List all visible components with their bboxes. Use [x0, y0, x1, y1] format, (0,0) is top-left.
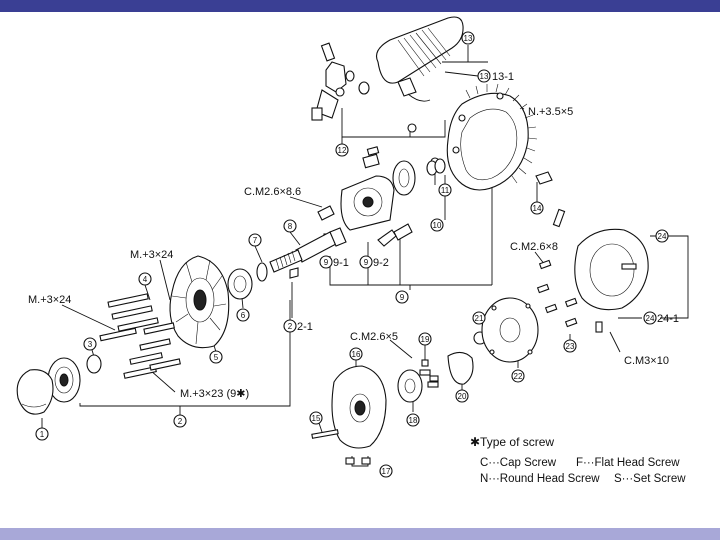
svg-text:9: 9: [400, 293, 405, 302]
screw-label-m3x24-left: M.+3×24: [28, 294, 71, 306]
svg-text:18: 18: [409, 416, 418, 425]
svg-text:22: 22: [514, 372, 523, 381]
svg-text:1: 1: [40, 430, 45, 439]
top-title-bar: [0, 0, 720, 12]
screw-label-cm26x5: C.M2.6×5: [350, 331, 398, 343]
leader-lines: [41, 45, 689, 467]
callout-8: 8: [283, 219, 297, 233]
legend-set-screw: S···Set Screw: [614, 473, 686, 485]
callout-13: 13: [461, 31, 475, 45]
svg-text:24-1: 24-1: [657, 313, 679, 325]
crankcase-drawing: [446, 83, 538, 191]
callout-1: 1: [35, 427, 49, 441]
svg-text:24: 24: [658, 232, 667, 241]
callout-2-1: 2 2-1: [283, 319, 313, 333]
svg-text:4: 4: [143, 275, 148, 284]
svg-text:13: 13: [480, 72, 489, 81]
needle-valve-drawing: [311, 42, 440, 167]
callout-24: 24: [655, 229, 669, 243]
svg-text:16: 16: [352, 350, 361, 359]
svg-text:11: 11: [441, 186, 450, 195]
svg-text:23: 23: [566, 342, 575, 351]
bearings-drawing: [392, 158, 446, 196]
callout-18: 18: [406, 413, 420, 427]
screw-type-legend: ✱Type of screw C···Cap Screw F···Flat He…: [470, 435, 686, 485]
callout-5: 5: [209, 350, 223, 364]
callout-7: 7: [248, 233, 262, 247]
screw-labels: N.+3.5×5 C.M2.6×8.6 M.+3×24 M.+3×24 M.+3…: [28, 106, 669, 400]
long-screws-drawing: [99, 293, 181, 379]
callout-20: 20: [455, 389, 469, 403]
svg-text:3: 3: [88, 340, 93, 349]
callout-14: 14: [530, 201, 544, 215]
svg-text:2: 2: [178, 417, 183, 426]
svg-text:9-2: 9-2: [373, 257, 389, 269]
callout-22: 22: [511, 369, 525, 383]
screw-label-cm3x10: C.M3×10: [624, 355, 669, 367]
callout-11: 11: [438, 183, 452, 197]
fuel-tank-drawing: [358, 16, 464, 102]
callout-3: 3: [83, 337, 97, 351]
carrier-18-drawing: [397, 359, 439, 403]
svg-text:6: 6: [241, 311, 246, 320]
callout-17: 17: [379, 464, 393, 478]
svg-text:15: 15: [312, 414, 321, 423]
svg-text:20: 20: [458, 392, 467, 401]
backplate-drawing: [574, 228, 649, 333]
svg-text:17: 17: [382, 467, 391, 476]
legend-title: ✱Type of screw: [470, 435, 554, 449]
svg-text:13: 13: [464, 34, 473, 43]
svg-text:9: 9: [364, 258, 369, 267]
bottom-bar: [0, 528, 720, 540]
screw-label-cm26x8: C.M2.6×8: [510, 241, 558, 253]
svg-text:24: 24: [646, 314, 655, 323]
svg-text:10: 10: [433, 221, 442, 230]
screw-label-m3x24-top: M.+3×24: [130, 249, 173, 261]
callout-16: 16: [349, 347, 363, 361]
callout-15: 15: [309, 411, 323, 425]
callout-21: 21: [472, 311, 486, 325]
callout-23: 23: [563, 339, 577, 353]
bearing-6-drawing: [227, 262, 299, 300]
callout-10: 10: [430, 218, 444, 232]
svg-text:5: 5: [214, 353, 219, 362]
callout-9: 9: [395, 290, 409, 304]
svg-text:9: 9: [324, 258, 329, 267]
legend-cap-screw: C···Cap Screw: [480, 457, 557, 469]
callout-6: 6: [236, 308, 250, 322]
screw-label-cm26x86: C.M2.6×8.6: [244, 186, 301, 198]
screw-label-m3x23: M.+3×23 (9✱): [180, 388, 249, 400]
small-screws-drawing: [419, 171, 578, 388]
legend-round-head-screw: N···Round Head Screw: [480, 473, 600, 485]
legend-flat-head-screw: F···Flat Head Screw: [576, 457, 680, 469]
callout-4: 4: [138, 272, 152, 286]
svg-text:8: 8: [288, 222, 293, 231]
front-bearing-drawing: [16, 354, 102, 415]
callout-19: 19: [418, 332, 432, 346]
svg-text:9-1: 9-1: [333, 257, 349, 269]
svg-text:14: 14: [533, 204, 542, 213]
svg-text:2-1: 2-1: [297, 321, 313, 333]
svg-text:13-1: 13-1: [492, 71, 514, 83]
starter-housing-drawing: [169, 255, 230, 349]
svg-text:19: 19: [421, 335, 430, 344]
drive-plate-drawing: [447, 297, 539, 385]
callout-12: 12: [335, 143, 349, 157]
svg-text:7: 7: [253, 236, 258, 245]
screw-label-n35x5: N.+3.5×5: [528, 106, 573, 118]
callout-9-1: 9 9-1: [319, 255, 349, 269]
svg-text:2: 2: [288, 322, 293, 331]
svg-text:21: 21: [475, 314, 484, 323]
crankshaft-drawing: [269, 227, 347, 273]
rear-cover-drawing: [311, 365, 387, 465]
callout-9-2: 9 9-2: [359, 255, 389, 269]
svg-text:12: 12: [338, 146, 347, 155]
callout-2: 2: [173, 414, 187, 428]
